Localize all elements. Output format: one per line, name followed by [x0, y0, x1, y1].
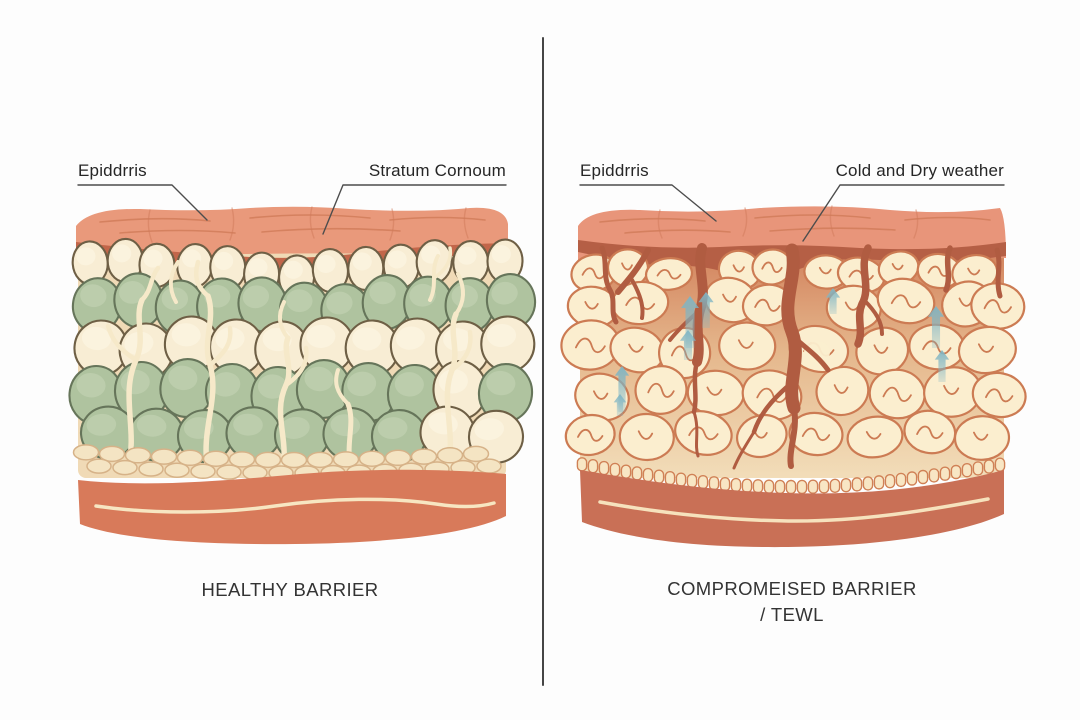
healthy-stratum-corneum-label: Stratum Cornoum — [368, 161, 506, 180]
compromised-panel-art — [560, 205, 1027, 548]
compromised-caption-line2: / TEWL — [760, 604, 824, 625]
compromised-epidermis-label: Epiddrris — [580, 161, 649, 180]
healthy-epidermis-label: Epiddrris — [78, 161, 147, 180]
panel-divider — [542, 37, 544, 686]
cold-dry-weather-label: Cold and Dry weather — [835, 161, 1004, 180]
compromised-caption: COMPROMEISED BARRIER / TEWL — [642, 576, 942, 628]
compromised-caption-line1: COMPROMEISED BARRIER — [667, 578, 917, 599]
leader-lines — [77, 184, 1005, 242]
healthy-caption: HEALTHY BARRIER — [201, 579, 379, 600]
healthy-panel-art — [68, 206, 537, 545]
